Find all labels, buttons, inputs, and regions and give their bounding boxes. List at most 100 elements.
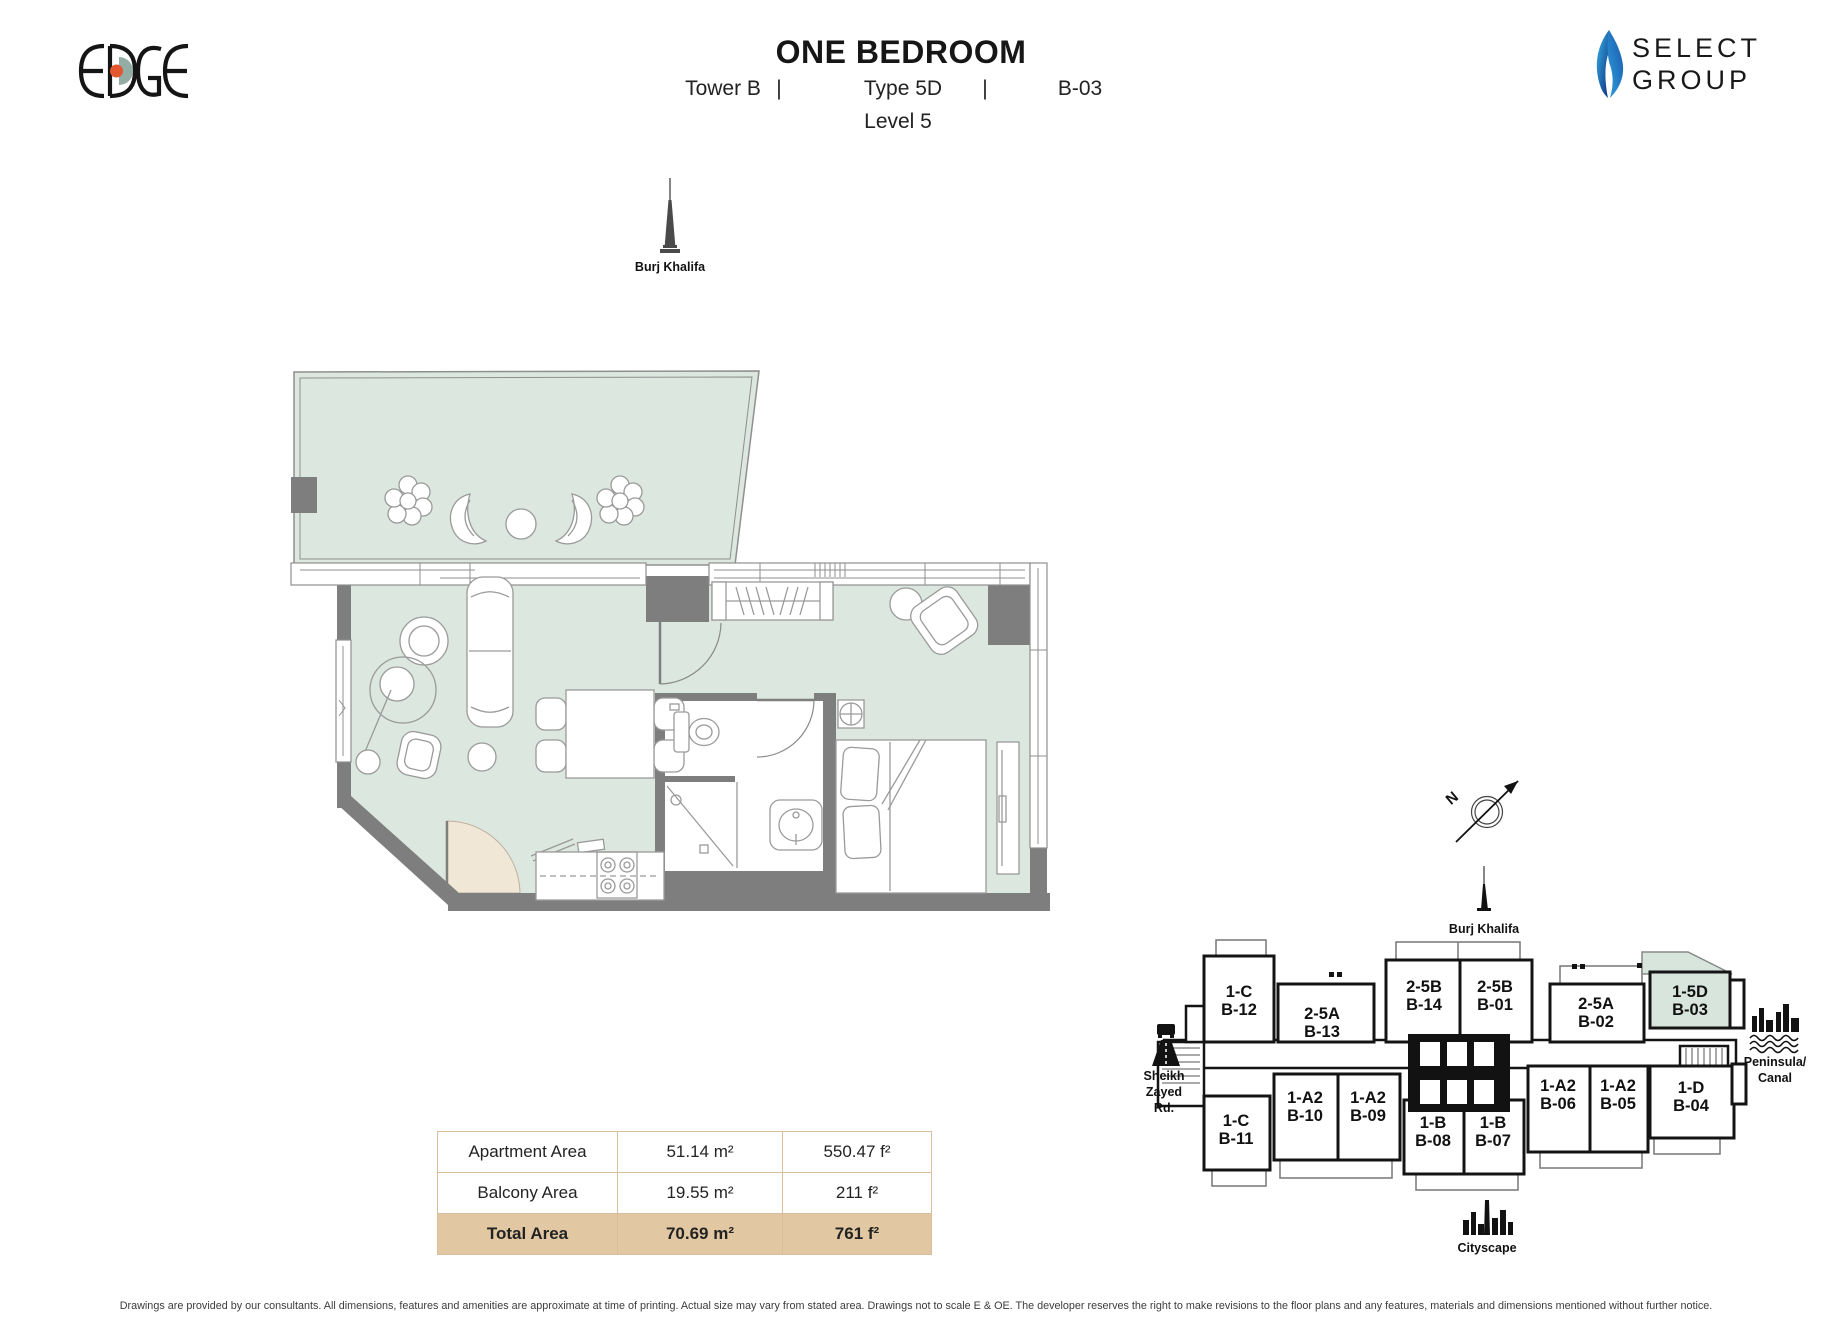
svg-text:1-A2: 1-A2 <box>1350 1089 1386 1107</box>
separator: | <box>776 77 782 100</box>
burj-khalifa-icon <box>1477 866 1491 911</box>
svg-text:B-09: B-09 <box>1350 1107 1386 1125</box>
canal-label-2: Canal <box>1758 1071 1792 1085</box>
svg-text:B-05: B-05 <box>1600 1095 1636 1113</box>
cityscape-label: Cityscape <box>1457 1241 1516 1255</box>
svg-text:B-07: B-07 <box>1475 1132 1511 1150</box>
burj-khalifa-label: Burj Khalifa <box>635 260 706 274</box>
cell-B-06 <box>1526 1064 1592 1154</box>
edge-logo-dot <box>110 64 123 78</box>
svg-text:B-12: B-12 <box>1221 1001 1257 1019</box>
balcony-plant <box>596 475 645 526</box>
area-metric: 70.69 m² <box>617 1213 783 1255</box>
svg-text:1-B: 1-B <box>1480 1114 1507 1132</box>
cell-B-08 <box>1402 1098 1466 1176</box>
bedroom-chair <box>889 586 979 655</box>
svg-text:B-10: B-10 <box>1287 1107 1323 1125</box>
lounge-chair <box>554 493 593 545</box>
toilet-icon <box>669 703 720 753</box>
keyplan-burj-label: Burj Khalifa <box>1449 922 1520 936</box>
road-label-1: Sheikh <box>1144 1069 1185 1083</box>
media-panel <box>996 741 1020 875</box>
svg-text:B-03: B-03 <box>1672 1001 1708 1019</box>
cell-B-13 <box>1276 982 1376 1044</box>
svg-text:B-02: B-02 <box>1578 1013 1614 1031</box>
svg-text:B-06: B-06 <box>1540 1095 1576 1113</box>
lounge-chair <box>449 493 488 545</box>
vent-grille <box>814 563 846 577</box>
svg-text:1-5D: 1-5D <box>1672 983 1708 1001</box>
cityscape-icon <box>1463 1200 1513 1235</box>
hall-door <box>658 622 722 685</box>
road-label-3: Rd. <box>1154 1101 1174 1115</box>
svg-text:B-01: B-01 <box>1477 996 1513 1014</box>
bathroom-door <box>756 698 815 758</box>
brand-line2: GROUP <box>1632 65 1751 95</box>
area-metric: 51.14 m² <box>617 1131 783 1173</box>
balcony-table <box>505 508 537 540</box>
svg-text:2-5A: 2-5A <box>1304 1005 1340 1023</box>
area-label: Total Area <box>437 1213 618 1255</box>
windows <box>290 562 1048 849</box>
area-imperial: 550.47 f² <box>782 1131 932 1173</box>
svg-text:1-A2: 1-A2 <box>1287 1089 1323 1107</box>
level-label: Level 5 <box>864 110 932 133</box>
balcony-plant <box>384 475 433 526</box>
area-imperial: 211 f² <box>782 1172 932 1214</box>
area-imperial: 761 f² <box>782 1213 932 1255</box>
unit-cells <box>1202 954 1748 1176</box>
compass-north-label: N <box>1443 788 1462 808</box>
cell-edge <box>1730 1062 1748 1106</box>
svg-text:B-13: B-13 <box>1304 1023 1340 1041</box>
ottoman <box>467 742 497 772</box>
hanger-marks <box>735 586 809 616</box>
svg-text:1-B: 1-B <box>1420 1114 1447 1132</box>
edge-logo <box>78 43 189 99</box>
accent-chair <box>396 730 442 780</box>
compass-icon: N <box>1443 780 1519 843</box>
cell-B-11 <box>1202 1094 1272 1172</box>
elevator-core <box>1408 1034 1510 1112</box>
shower <box>666 782 738 868</box>
table-row: Balcony Area 19.55 m² 211 f² <box>437 1172 932 1214</box>
disclaimer-text: Drawings are provided by our consultants… <box>119 1300 1713 1312</box>
unit-labels: 1-C B-12 2-5A B-13 2-5B B-14 2-5B B-01 2… <box>1219 978 1710 1150</box>
cell-B-03-highlighted <box>1648 970 1732 1030</box>
svg-text:1-A2: 1-A2 <box>1540 1077 1576 1095</box>
road-label-2: Zayed <box>1146 1085 1182 1099</box>
stairs <box>1156 1004 1206 1108</box>
basin-icon <box>769 799 823 851</box>
facade-marks <box>1329 963 1642 977</box>
svg-text:2-5A: 2-5A <box>1578 995 1614 1013</box>
svg-text:B-11: B-11 <box>1219 1130 1254 1148</box>
page-title: ONE BEDROOM <box>775 34 1027 70</box>
tower-label: Tower B <box>685 77 761 100</box>
svg-text:1-C: 1-C <box>1223 1112 1250 1130</box>
wardrobe <box>711 581 834 621</box>
area-metric: 19.55 m² <box>617 1172 783 1214</box>
brand-line1: SELECT <box>1632 33 1761 63</box>
svg-text:1-C: 1-C <box>1226 983 1253 1001</box>
separator: | <box>982 77 988 100</box>
cell-B-05 <box>1588 1064 1650 1154</box>
unit-label: B-03 <box>1057 77 1103 100</box>
svg-text:2-5B: 2-5B <box>1477 978 1513 996</box>
canal-icon <box>1749 1004 1799 1054</box>
canal-label-1: Peninsula/ <box>1744 1055 1807 1069</box>
svg-text:B-04: B-04 <box>1673 1097 1710 1115</box>
sofa <box>466 576 514 728</box>
flame-icon <box>1596 30 1624 98</box>
cell-B-04 <box>1648 1064 1736 1140</box>
area-label: Balcony Area <box>437 1172 618 1214</box>
kitchen-counter <box>530 838 665 901</box>
svg-text:1-A2: 1-A2 <box>1600 1077 1636 1095</box>
cell-B-10 <box>1272 1072 1340 1162</box>
svg-text:2-5B: 2-5B <box>1406 978 1442 996</box>
select-group-logo: SELECT GROUP <box>1596 30 1761 98</box>
svg-text:B-08: B-08 <box>1415 1132 1451 1150</box>
svg-text:1-D: 1-D <box>1678 1079 1705 1097</box>
floor-lamp <box>355 656 437 775</box>
bed <box>835 739 987 894</box>
area-table: Apartment Area 51.14 m² 550.47 f² Balcon… <box>437 1131 932 1255</box>
